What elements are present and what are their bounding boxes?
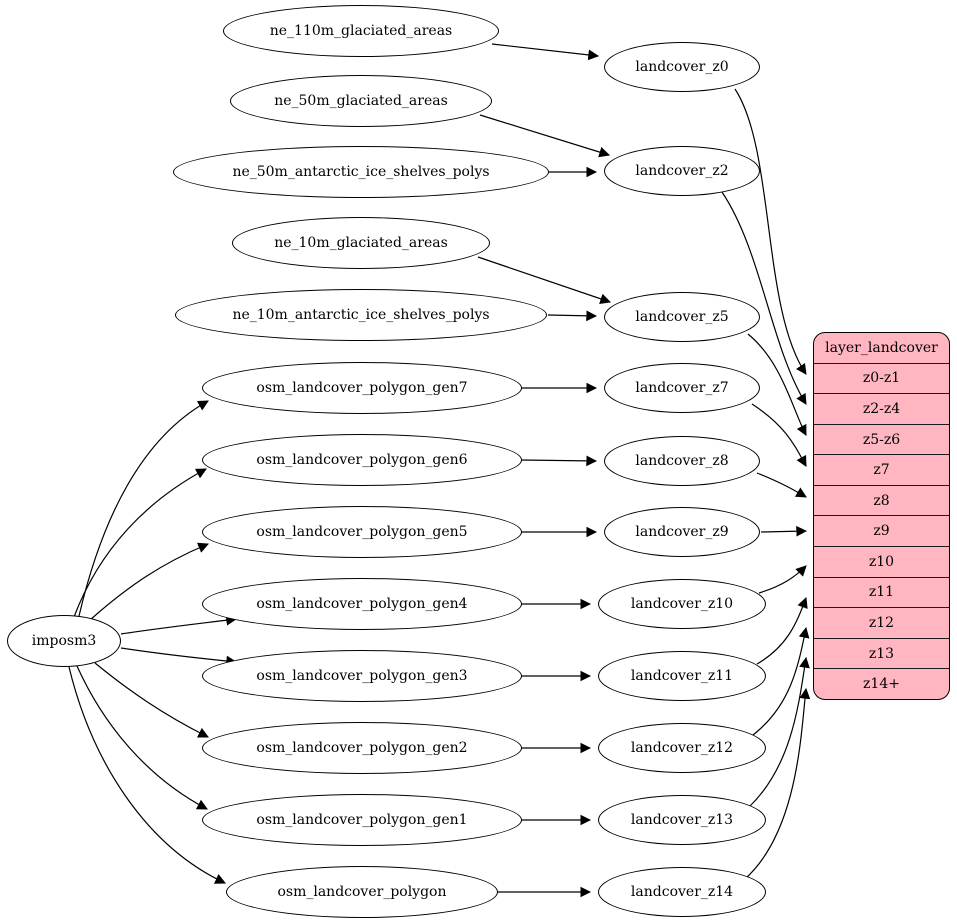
node-landcover-z12: landcover_z12 [598,723,766,773]
node-osm-landcover-polygon-gen2: osm_landcover_polygon_gen2 [202,722,522,774]
node-ne-10m-glaciated-areas: ne_10m_glaciated_areas [232,217,490,269]
table-row-z10: z10 [814,546,949,577]
edge-ne110m-to-z0 [491,43,600,61]
node-osm-landcover-polygon-gen5: osm_landcover_polygon_gen5 [202,506,522,558]
table-header: layer_landcover [825,339,938,356]
node-osm-landcover-polygon-gen1: osm_landcover_polygon_gen1 [202,794,522,846]
edge-z7-to-row [751,403,807,467]
node-landcover-z10: landcover_z10 [598,579,766,629]
edge-imposm3-to-gen6 [73,468,207,618]
node-osm-landcover-polygon-gen6: osm_landcover_polygon_gen6 [202,434,522,486]
node-landcover-z9: landcover_z9 [604,507,760,557]
node-ne-110m-glaciated-areas: ne_110m_glaciated_areas [223,5,499,57]
edge-z12-to-row [752,626,810,736]
edge-ne10m-glac-to-z5 [477,256,612,304]
node-ne-50m-glaciated-areas: ne_50m_glaciated_areas [230,75,492,127]
edge-imposm3-to-polygon [68,666,226,884]
edge-z14-to-row [744,687,811,880]
edge-z10-to-row [758,565,807,594]
table-row-z8: z8 [814,484,949,516]
node-imposm3: imposm3 [7,615,121,667]
table-row-z14plus: z14+ [814,668,949,699]
table-row-z7: z7 [814,454,949,485]
node-osm-landcover-polygon-gen3: osm_landcover_polygon_gen3 [202,650,522,702]
node-landcover-z0: landcover_z0 [604,42,760,92]
edge-ne50m-glac-to-z2 [479,114,611,158]
edge-z0-to-row [734,88,807,375]
table-row-z12: z12 [814,607,949,638]
edge-z5-to-row [747,333,807,436]
table-row-z11: z11 [814,576,949,608]
edge-z8-to-row [756,472,807,498]
table-row-z9: z9 [814,515,949,546]
node-landcover-z2: landcover_z2 [604,146,760,196]
edge-z11-to-row [756,596,808,665]
edge-imposm3-to-gen5 [89,542,209,621]
table-row-z0-z1: z0-z1 [814,362,949,394]
node-landcover-z14: landcover_z14 [598,867,766,917]
edge-imposm3-to-gen3 [120,647,238,667]
table-row-z5-z6: z5-z6 [814,423,949,455]
node-ne-50m-antarctic-ice-shelves-polys: ne_50m_antarctic_ice_shelves_polys [173,146,549,198]
node-osm-landcover-polygon-gen4: osm_landcover_polygon_gen4 [202,578,522,630]
table-row-z2-z4: z2-z4 [814,393,949,424]
node-landcover-z13: landcover_z13 [598,795,766,845]
edge-imposm3-to-gen2 [94,662,209,738]
node-ne-10m-antarctic-ice-shelves-polys: ne_10m_antarctic_ice_shelves_polys [175,289,547,341]
edge-imposm3-to-gen1 [76,665,208,810]
node-osm-landcover-polygon: osm_landcover_polygon [226,866,498,918]
edge-z9-to-row [760,525,808,537]
edge-z13-to-row [748,656,810,808]
node-landcover-z7: landcover_z7 [604,363,760,413]
node-landcover-z8: landcover_z8 [604,436,760,486]
node-landcover-z11: landcover_z11 [598,651,766,701]
node-osm-landcover-polygon-gen7: osm_landcover_polygon_gen7 [202,362,522,414]
layer-landcover-table: layer_landcover z0-z1 z2-z4 z5-z6 z7 z8 … [813,332,950,700]
node-landcover-z5: landcover_z5 [604,292,760,342]
edge-ne10m-ant-to-z5 [547,310,598,322]
edge-imposm3-to-gen4 [120,614,238,635]
edge-z2-to-row [721,191,807,405]
edge-imposm3-to-gen7 [78,400,209,617]
table-row-z13: z13 [814,637,949,669]
edge-gen6-to-z8 [520,455,598,467]
